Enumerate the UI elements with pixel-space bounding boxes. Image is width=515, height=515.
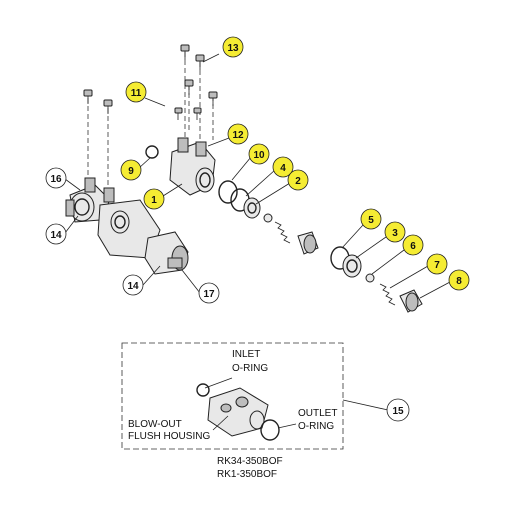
svg-text:17: 17 [203,289,215,300]
kit-part-number-2: RK1-350BOF [217,469,277,480]
callout-14-upper: 14 [45,223,67,245]
housing-label-line2: FLUSH HOUSING [128,431,210,442]
svg-text:3: 3 [392,228,398,239]
svg-text:12: 12 [232,130,244,141]
outlet-label-line2: O-RING [298,421,334,432]
callout-4: 4 [272,156,294,178]
top-bolts [174,44,218,150]
svg-text:1: 1 [151,195,157,206]
callout-8: 8 [448,269,470,291]
callout-14-lower: 14 [122,274,144,296]
callout-2: 2 [287,169,309,191]
inlet-label-line2: O-RING [232,363,268,374]
kit-part-number-1: RK34-350BOF [217,456,283,467]
inlet-oring [196,383,210,397]
kit-box [121,342,344,450]
leader-lines [64,53,451,411]
seal-stack-upper [218,180,319,255]
callout-7: 7 [426,253,448,275]
svg-text:8: 8 [456,276,462,287]
callout-3: 3 [384,221,406,243]
callout-15: 15 [386,398,410,422]
svg-text:10: 10 [253,150,265,161]
svg-text:11: 11 [131,88,142,99]
oring-9 [145,145,159,159]
callout-16: 16 [45,167,67,189]
svg-text:9: 9 [128,166,134,177]
svg-text:5: 5 [368,215,374,226]
manifold-assembly [65,177,189,275]
inlet-label-line1: INLET [232,349,260,360]
bolt-a [180,44,190,60]
svg-text:14: 14 [127,281,139,292]
svg-text:16: 16 [50,174,62,185]
callout-10: 10 [248,143,270,165]
bolt-b [195,54,205,70]
callout-layer: 13 11 12 9 10 1 4 2 16 14 14 17 5 3 6 7 … [45,36,470,422]
outlet-oring [260,419,280,441]
callout-9: 9 [120,159,142,181]
seal-stack-lower [330,246,423,313]
callout-1: 1 [143,188,165,210]
callout-11: 11 [125,81,147,103]
flush-housing [207,387,269,437]
bolt-d [208,91,218,106]
svg-text:14: 14 [50,230,62,241]
svg-text:15: 15 [392,406,404,417]
bolt-c [184,79,194,95]
svg-text:7: 7 [434,260,440,271]
callout-6: 6 [402,234,424,256]
housing-label-line1: BLOW-OUT [128,419,182,430]
svg-text:2: 2 [295,176,301,187]
svg-text:6: 6 [410,241,416,252]
callout-17: 17 [198,282,220,304]
callout-13: 13 [222,36,244,58]
valve-housing [169,137,216,196]
svg-text:4: 4 [280,163,286,174]
bolt-f [193,107,202,120]
bolt-e [174,107,183,120]
callout-12: 12 [227,123,249,145]
svg-text:13: 13 [227,43,239,54]
outlet-label-line1: OUTLET [298,408,337,419]
callout-5: 5 [360,208,382,230]
